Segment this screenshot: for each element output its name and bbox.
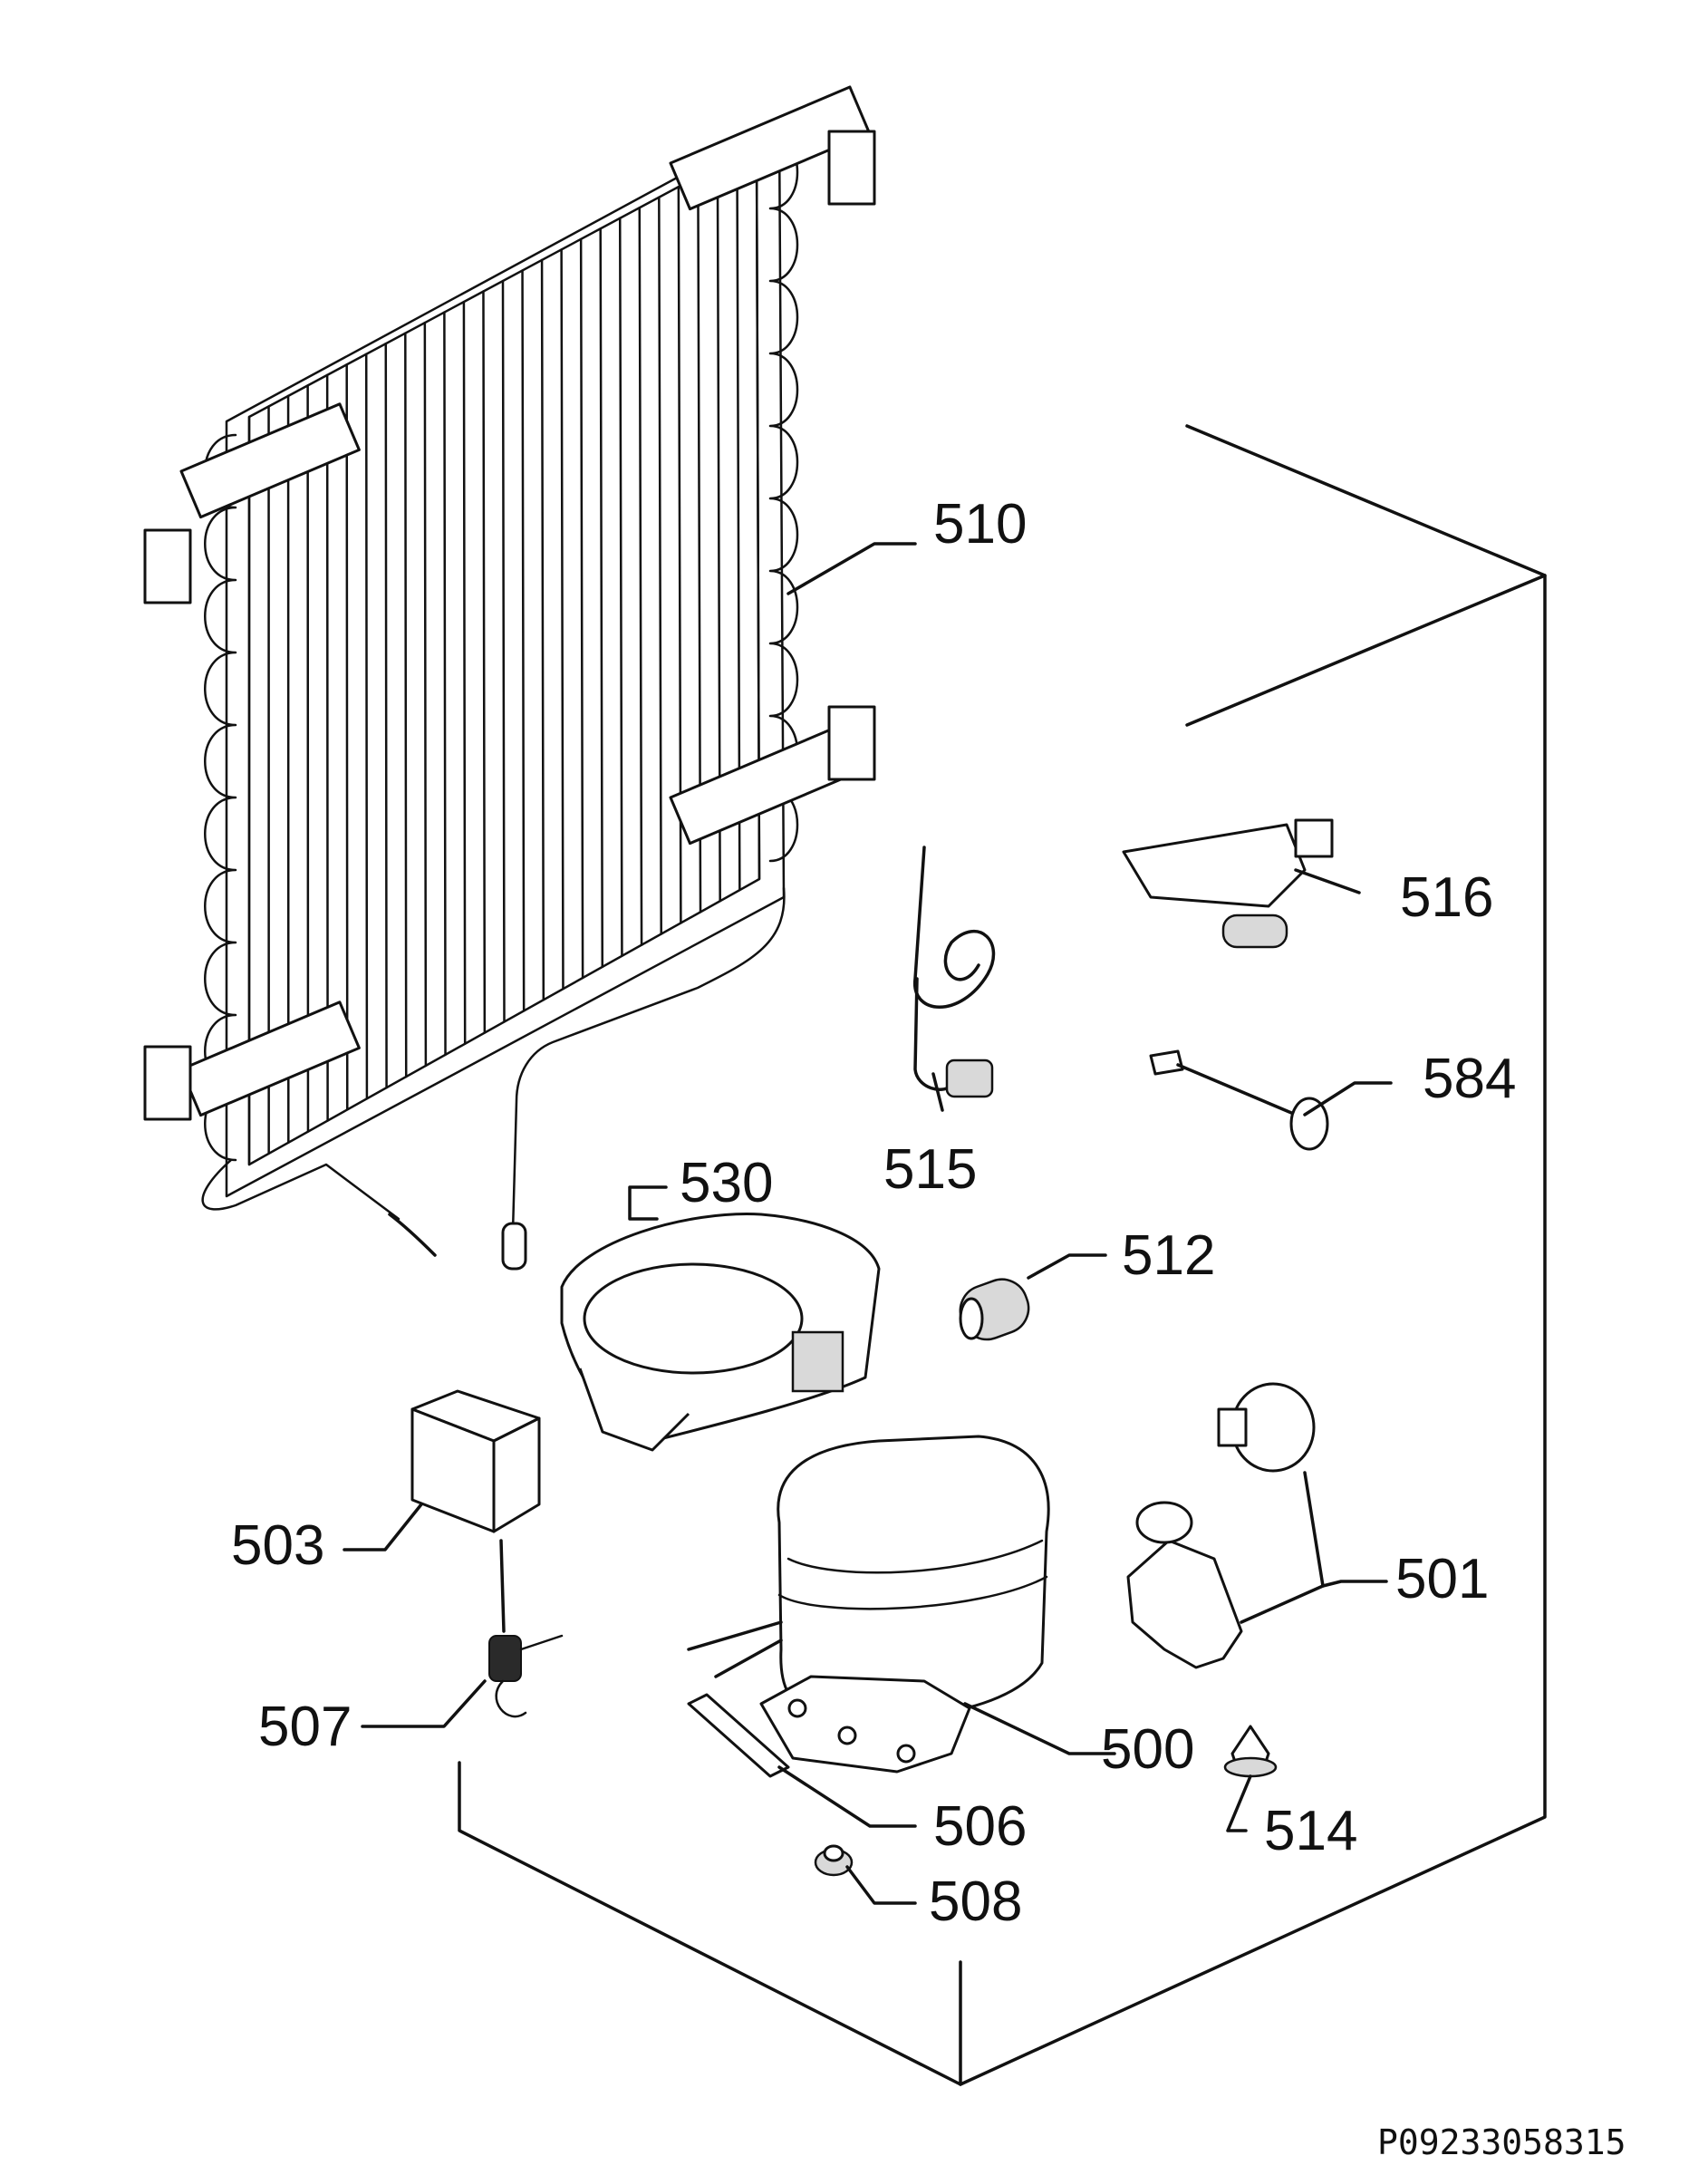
compressor-part-500 xyxy=(687,1435,1050,1774)
thermostat-bracket-part-516 xyxy=(1122,818,1334,949)
relay-part-503 xyxy=(410,1389,541,1533)
leader-lines xyxy=(343,542,1393,1905)
drawing-reference: P09233058315 xyxy=(1377,2122,1626,2162)
label-503: 503 xyxy=(231,1514,325,1577)
power-cord-part-515 xyxy=(913,846,996,1098)
label-512: 512 xyxy=(1122,1224,1216,1287)
label-515: 515 xyxy=(883,1138,978,1201)
grommet-part-512 xyxy=(959,1278,1030,1341)
condenser-part-510 xyxy=(143,85,876,1271)
mounting-plate-part-506 xyxy=(687,1693,790,1778)
label-514: 514 xyxy=(1264,1800,1358,1862)
washer-part-508 xyxy=(814,1844,854,1877)
label-516: 516 xyxy=(1400,866,1494,929)
label-501: 501 xyxy=(1395,1548,1490,1610)
label-508: 508 xyxy=(929,1870,1023,1933)
label-510: 510 xyxy=(933,493,1028,556)
label-584: 584 xyxy=(1423,1048,1517,1110)
label-500: 500 xyxy=(1101,1718,1195,1781)
cabinet-outline xyxy=(458,424,1547,2086)
label-507: 507 xyxy=(258,1696,352,1758)
foot-part-514 xyxy=(1223,1725,1278,1778)
label-506: 506 xyxy=(933,1795,1028,1858)
label-530: 530 xyxy=(680,1152,774,1214)
starter-relay-part-501 xyxy=(1126,1382,1316,1669)
sensor-part-584 xyxy=(1149,1049,1329,1151)
valve-part-507 xyxy=(488,1539,564,1718)
drip-tray-part-530 xyxy=(560,1213,881,1452)
